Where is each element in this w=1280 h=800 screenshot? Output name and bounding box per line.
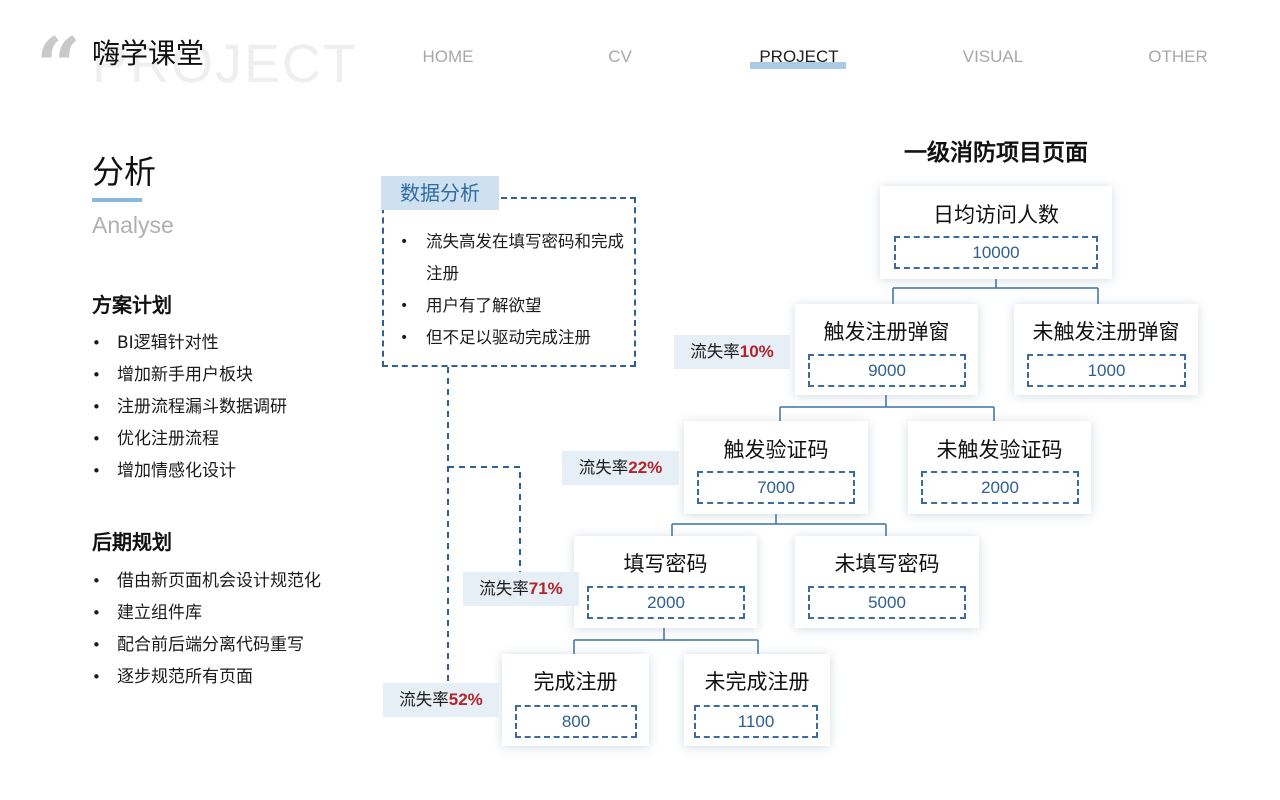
loss-rate-value: 22% <box>628 458 663 477</box>
tree-connector <box>671 514 887 536</box>
node-label: 未触发注册弹窗 <box>1032 320 1180 344</box>
tree-connector <box>892 279 1099 304</box>
node-value: 2000 <box>921 471 1079 504</box>
node-label: 未触发验证码 <box>936 438 1063 462</box>
loss-rate-value: 10% <box>739 342 774 361</box>
node-fill-password: 填写密码 2000 <box>574 536 757 628</box>
data-analysis-label: 数据分析 <box>381 176 499 210</box>
node-value: 10000 <box>894 236 1098 269</box>
loss-rate-tag: 流失率10% <box>674 335 790 369</box>
loss-rate-prefix: 流失率 <box>479 579 529 598</box>
nav-other[interactable]: OTHER <box>1148 47 1208 66</box>
node-register-done: 完成注册 800 <box>502 654 649 746</box>
data-analysis-list: 流失高发在填写密码和完成注册 用户有了解欲望 但不足以驱动完成注册 <box>400 226 625 354</box>
list-item: 借由新页面机会设计规范化 <box>92 565 321 597</box>
node-no-code: 未触发验证码 2000 <box>908 421 1091 514</box>
loss-rate-value: 52% <box>448 690 483 709</box>
list-item: 但不足以驱动完成注册 <box>400 322 625 354</box>
node-label: 触发验证码 <box>723 438 829 462</box>
node-label: 未完成注册 <box>704 670 810 694</box>
list-item: 流失高发在填写密码和完成注册 <box>400 226 625 290</box>
nav-visual[interactable]: VISUAL <box>962 47 1024 66</box>
list-item: 逐步规范所有页面 <box>92 661 321 693</box>
list-item: 增加情感化设计 <box>92 455 287 487</box>
loss-rate-tag: 流失率71% <box>463 572 579 606</box>
brand-title: 嗨学课堂 <box>92 37 205 70</box>
nav-cv[interactable]: CV <box>608 47 632 66</box>
data-analysis-box <box>382 197 636 367</box>
node-register-not-done: 未完成注册 1100 <box>684 654 830 746</box>
node-label: 填写密码 <box>623 552 708 576</box>
list-item: 优化注册流程 <box>92 423 287 455</box>
nav-home[interactable]: HOME <box>422 47 474 66</box>
node-label: 日均访问人数 <box>933 203 1059 227</box>
node-value: 1100 <box>694 705 818 738</box>
list-item: 增加新手用户板块 <box>92 359 287 391</box>
loss-rate-prefix: 流失率 <box>578 458 629 477</box>
section-subtitle: Analyse <box>92 212 174 238</box>
node-trigger-code: 触发验证码 7000 <box>684 421 868 514</box>
node-label: 触发注册弹窗 <box>823 320 950 344</box>
later-heading: 后期规划 <box>92 530 172 554</box>
later-list: 借由新页面机会设计规范化 建立组件库 配合前后端分离代码重写 逐步规范所有页面 <box>92 565 321 693</box>
background-watermark-word: PROJECT <box>92 34 359 94</box>
node-no-password: 未填写密码 5000 <box>795 536 979 628</box>
loss-rate-value: 71% <box>528 579 563 598</box>
list-item: 建立组件库 <box>92 597 321 629</box>
tree-connector <box>573 628 759 654</box>
section-title-underline <box>92 198 142 202</box>
plan-list: BI逻辑针对性 增加新手用户板块 注册流程漏斗数据调研 优化注册流程 增加情感化… <box>92 327 287 487</box>
plan-heading: 方案计划 <box>92 293 172 317</box>
node-value: 1000 <box>1027 354 1186 387</box>
node-value: 2000 <box>587 586 745 619</box>
list-item: 用户有了解欲望 <box>400 290 625 322</box>
node-value: 5000 <box>808 586 966 619</box>
section-title: 分析 <box>92 153 157 191</box>
loss-rate-prefix: 流失率 <box>690 342 740 361</box>
list-item: 注册流程漏斗数据调研 <box>92 391 287 423</box>
list-item: 配合前后端分离代码重写 <box>92 629 321 661</box>
nav-project[interactable]: PROJECT <box>759 47 839 66</box>
tree-title: 一级消防项目页面 <box>904 140 1088 166</box>
node-label: 完成注册 <box>533 670 618 694</box>
loss-rate-tag: 流失率22% <box>562 451 679 485</box>
nav-active-indicator <box>750 62 846 69</box>
node-value: 800 <box>515 705 637 738</box>
node-value: 7000 <box>697 471 855 504</box>
loss-rate-prefix: 流失率 <box>399 690 449 709</box>
list-item: BI逻辑针对性 <box>92 327 287 359</box>
tree-connector <box>779 395 995 421</box>
node-label: 未填写密码 <box>834 552 940 576</box>
loss-rate-tag: 流失率52% <box>383 683 499 717</box>
node-daily-visitors: 日均访问人数 10000 <box>880 186 1112 279</box>
node-trigger-popup: 触发注册弹窗 9000 <box>795 304 978 395</box>
node-value: 9000 <box>808 354 966 387</box>
dashed-connector <box>448 466 521 574</box>
node-no-popup: 未触发注册弹窗 1000 <box>1014 304 1198 395</box>
